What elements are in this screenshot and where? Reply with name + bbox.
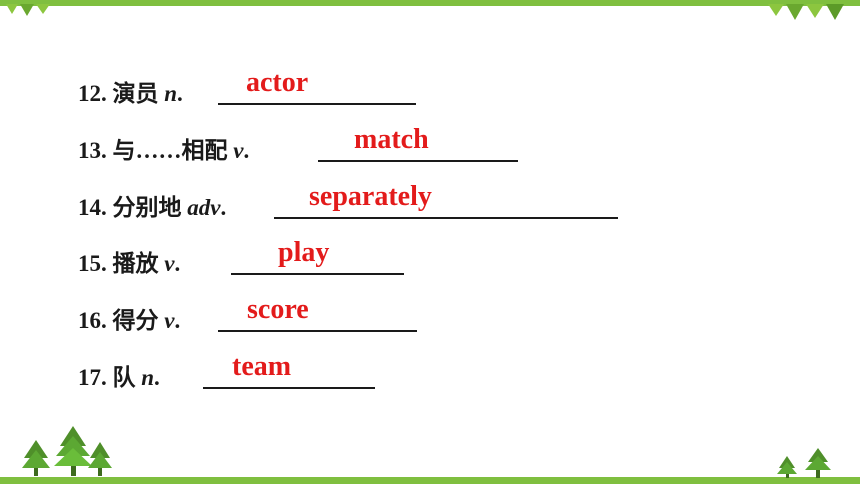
top-border-bar [0,0,860,6]
bottom-border-bar [0,477,860,484]
list-item: 17. 队 n. team [78,352,398,392]
item-label: 12. 演员 n. [78,81,183,106]
answer-text: separately [309,181,432,212]
top-left-leaf-icon [6,4,50,16]
answer-text: match [354,124,429,155]
answer-blank [274,217,618,219]
answer-text: score [247,294,309,325]
answer-text: team [232,351,292,382]
list-item: 16. 得分 v. score [78,295,438,335]
list-item: 12. 演员 n. actor [78,68,478,108]
answer-text: play [278,237,330,268]
item-label: 17. 队 n. [78,365,160,390]
list-item: 13. 与……相配 v. match [78,125,538,165]
answer-blank [203,387,375,389]
item-label: 15. 播放 v. [78,251,181,276]
top-right-leaf-icon [768,4,844,20]
item-label: 14. 分别地 adv. [78,195,227,220]
answer-blank [318,160,518,162]
answer-text: actor [246,67,309,98]
list-item: 14. 分别地 adv. separately [78,182,638,222]
answer-blank [231,273,404,275]
answer-blank [218,103,416,105]
pine-tree-icon [22,426,112,476]
pine-tree-icon [777,448,831,478]
item-label: 16. 得分 v. [78,308,181,333]
list-item: 15. 播放 v. play [78,238,418,278]
answer-blank [218,330,417,332]
item-label: 13. 与……相配 v. [78,138,250,163]
